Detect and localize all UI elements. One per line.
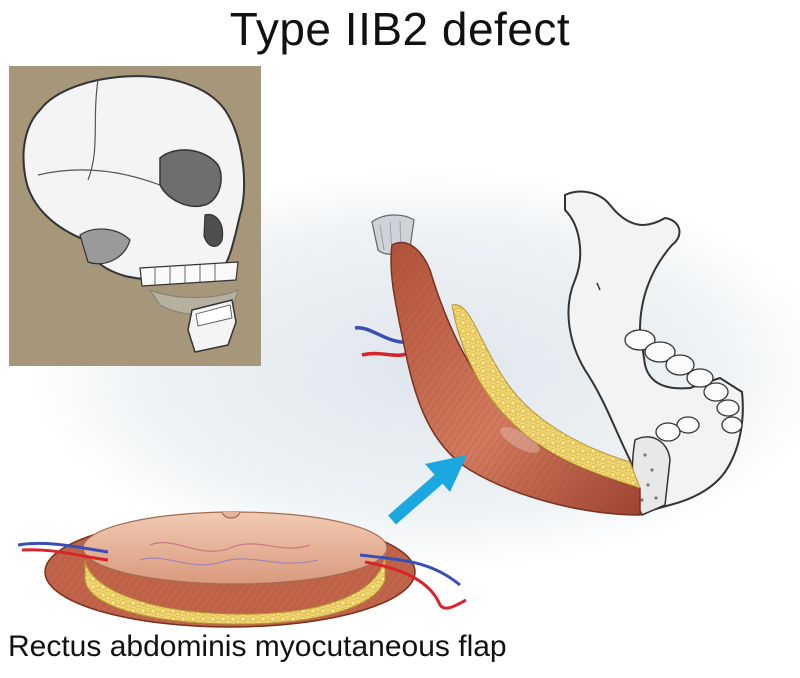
paddle-artery-right xyxy=(364,560,467,610)
diagram-caption: Rectus abdominis myocutaneous flap xyxy=(8,630,507,663)
mandible-ramus xyxy=(564,190,744,514)
lower-teeth xyxy=(624,329,743,442)
muscle-flap xyxy=(354,214,641,516)
diagram-title: Type IIB2 defect xyxy=(229,3,571,55)
mandible xyxy=(564,190,744,516)
mandible-cut-surface xyxy=(631,436,671,516)
umbilicus-notch xyxy=(221,511,241,519)
skin-paddle xyxy=(17,511,467,628)
flap-fat xyxy=(451,304,641,489)
paddle-skin xyxy=(82,511,388,585)
orbit xyxy=(159,149,222,207)
paddle-vein-right xyxy=(359,553,461,587)
arrow xyxy=(388,455,467,525)
paddle-artery-left xyxy=(21,548,109,562)
nasal-cavity xyxy=(203,213,224,247)
upper-teeth xyxy=(139,261,239,287)
paddle-vein-left xyxy=(17,541,109,554)
skull-inset xyxy=(9,66,261,366)
